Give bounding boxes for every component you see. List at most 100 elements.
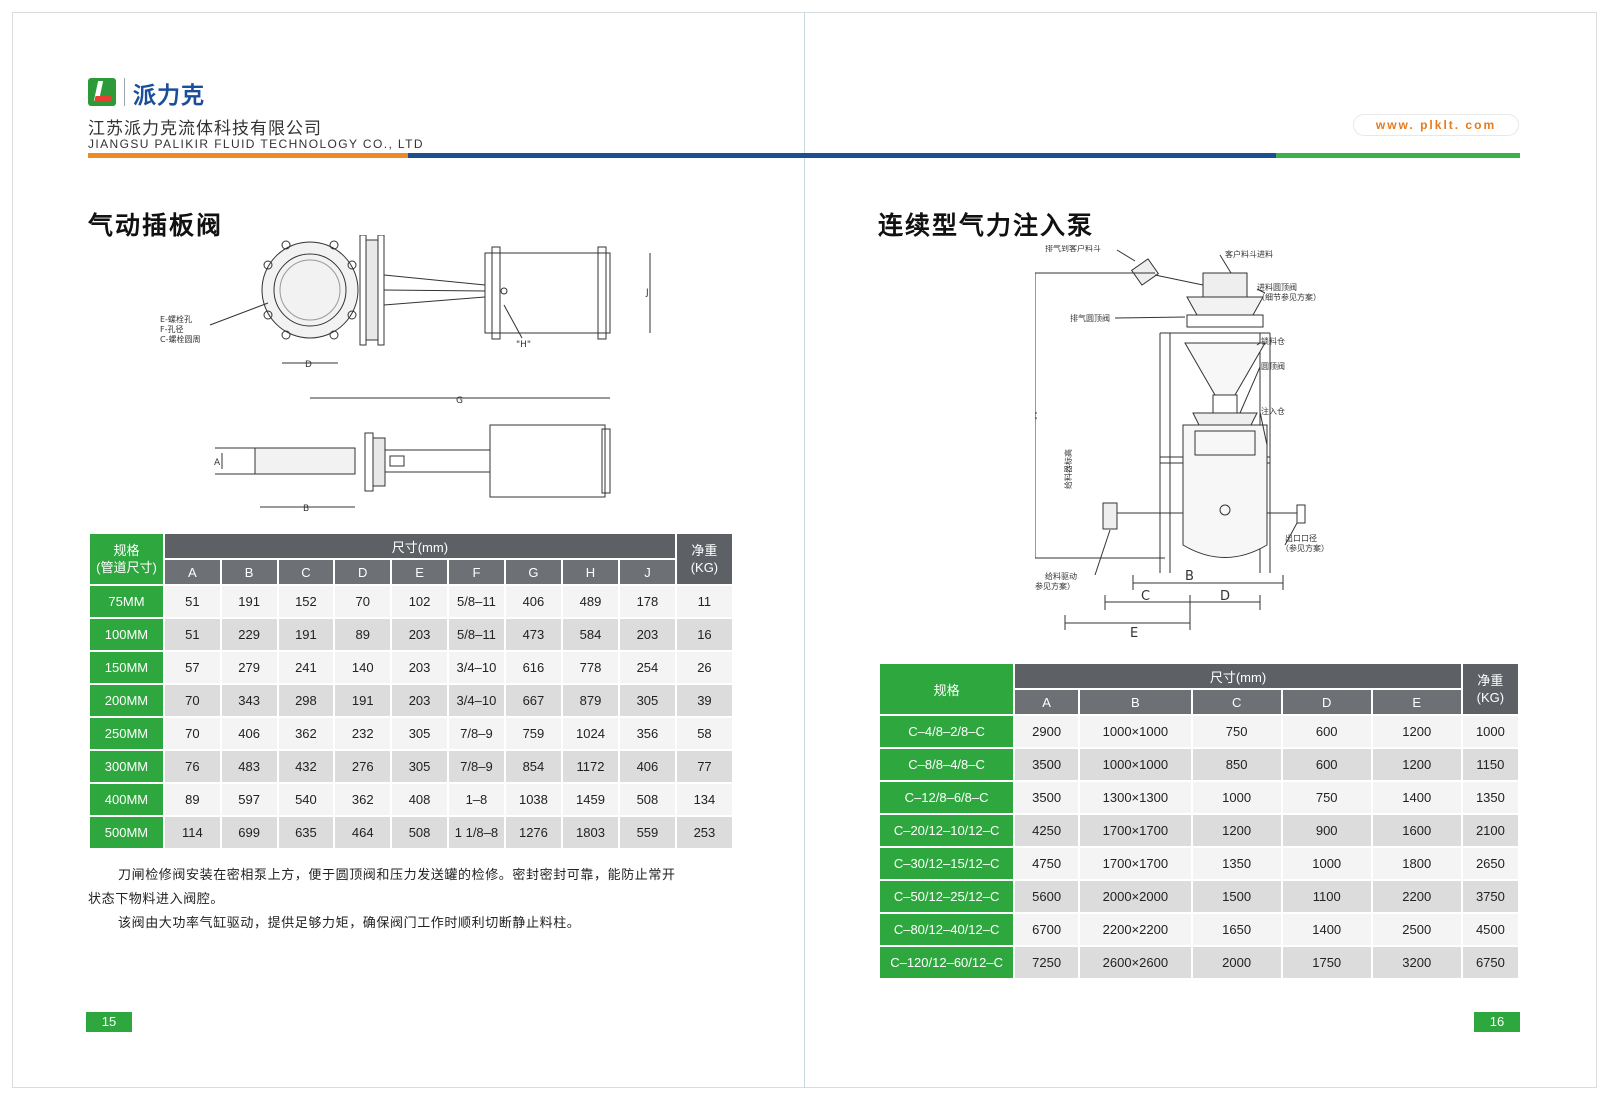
table-cell: 854 — [505, 751, 561, 782]
table-cell: 203 — [392, 619, 447, 650]
website-url[interactable]: www. plklt. com — [1353, 114, 1519, 136]
table-cell: 2200 — [1372, 881, 1461, 912]
injection-pump-diagram: 排气到客户料斗 客户料斗进料 进料圆顶阀 （细节参见方案） 排气圆顶阀 锁料仓 … — [1035, 245, 1329, 641]
table-cell: 203 — [392, 652, 447, 683]
table-cell: 406 — [221, 718, 277, 749]
note-bolt-circle: C-螺栓圆周 — [160, 334, 200, 344]
row-spec-cell: C–20/12–10/12–C — [880, 815, 1014, 846]
table-cell: 362 — [278, 718, 334, 749]
row-spec-cell: C–8/8–4/8–C — [880, 749, 1014, 780]
table-cell: 7/8–9 — [448, 751, 504, 782]
table-cell: 540 — [278, 784, 334, 815]
column-header: C — [278, 560, 334, 584]
table-cell: 70 — [164, 718, 220, 749]
dim-label-c: C — [1141, 589, 1150, 604]
dim-label-a: A — [1035, 412, 1040, 419]
table-cell: 5600 — [1015, 881, 1079, 912]
table-cell: 203 — [392, 685, 447, 716]
table-cell: 635 — [278, 817, 334, 848]
table-cell: 483 — [221, 751, 277, 782]
table-cell: 1024 — [562, 718, 619, 749]
table-cell: 584 — [562, 619, 619, 650]
label-feed-drive-note: （尺寸参见方案） — [1035, 581, 1075, 591]
table-cell: 1650 — [1192, 914, 1281, 945]
table-cell: 343 — [221, 685, 277, 716]
weight-cell: 4500 — [1462, 914, 1518, 945]
table-cell: 203 — [620, 619, 675, 650]
table-cell: 70 — [164, 685, 220, 716]
column-header: C — [1192, 690, 1281, 714]
table-cell: 1 1/8–8 — [448, 817, 504, 848]
table-cell: 1000 — [1192, 782, 1281, 813]
table-cell: 1100 — [1282, 881, 1371, 912]
table-cell: 298 — [278, 685, 334, 716]
right-weight-header: 净重 (KG) — [1462, 664, 1518, 714]
description-para-2: 该阀由大功率气缸驱动，提供足够力矩，确保阀门工作时顺利切断静止料柱。 — [118, 916, 581, 931]
table-cell: 1000 — [1282, 848, 1371, 879]
table-cell: 699 — [221, 817, 277, 848]
table-cell: 508 — [620, 784, 675, 815]
table-cell: 152 — [278, 586, 334, 617]
column-header: A — [164, 560, 220, 584]
table-cell: 4250 — [1015, 815, 1079, 846]
table-cell: 759 — [505, 718, 561, 749]
weight-cell: 2650 — [1462, 848, 1518, 879]
table-cell: 2500 — [1372, 914, 1461, 945]
company-name-cn: 江苏派力克流体科技有限公司 — [88, 119, 322, 139]
table-cell: 7/8–9 — [448, 718, 504, 749]
table-cell: 1038 — [505, 784, 561, 815]
table-cell: 356 — [620, 718, 675, 749]
table-cell: 1350 — [1192, 848, 1281, 879]
table-cell: 89 — [164, 784, 220, 815]
right-lead-header: 规格 — [880, 664, 1014, 714]
table-cell: 178 — [620, 586, 675, 617]
left-weight-header: 净重 (KG) — [676, 534, 732, 584]
table-cell: 616 — [505, 652, 561, 683]
weight-cell: 26 — [676, 652, 732, 683]
table-cell: 559 — [620, 817, 675, 848]
table-cell: 232 — [335, 718, 391, 749]
label-feeder-elevation: 给料器标高 — [1063, 449, 1073, 489]
row-spec-cell: 75MM — [90, 586, 163, 617]
table-cell: 305 — [620, 685, 675, 716]
table-cell: 51 — [164, 586, 220, 617]
table-cell: 1700×1700 — [1080, 848, 1191, 879]
page-spine — [804, 12, 805, 1088]
description-para-1: 刀闸检修阀安装在密相泵上方，便于圆顶阀和压力发送罐的检修。密封密封可靠，能防止常… — [88, 864, 748, 912]
label-dome-valve: 圆顶阀 — [1261, 362, 1285, 371]
table-cell: 1200 — [1372, 749, 1461, 780]
table-cell: 1700×1700 — [1080, 815, 1191, 846]
table-cell: 57 — [164, 652, 220, 683]
left-lead-header: 规格 (管道尺寸) — [90, 534, 163, 584]
table-cell: 1750 — [1282, 947, 1371, 978]
table-cell: 879 — [562, 685, 619, 716]
table-cell: 1600 — [1372, 815, 1461, 846]
table-cell: 89 — [335, 619, 391, 650]
weight-cell: 11 — [676, 586, 732, 617]
column-header: B — [221, 560, 277, 584]
table-cell: 305 — [392, 718, 447, 749]
weight-cell: 1350 — [1462, 782, 1518, 813]
table-cell: 7250 — [1015, 947, 1079, 978]
row-spec-cell: 150MM — [90, 652, 163, 683]
dim-label-j: J — [645, 288, 649, 298]
table-cell: 2000×2000 — [1080, 881, 1191, 912]
weight-cell: 253 — [676, 817, 732, 848]
dim-label-d: D — [1220, 589, 1230, 604]
logo-divider — [124, 78, 125, 106]
table-cell: 362 — [335, 784, 391, 815]
row-spec-cell: C–50/12–25/12–C — [880, 881, 1014, 912]
table-cell: 6700 — [1015, 914, 1079, 945]
table-cell: 276 — [335, 751, 391, 782]
weight-cell: 6750 — [1462, 947, 1518, 978]
label-inlet-dome-note: （细节参见方案） — [1257, 292, 1321, 302]
table-cell: 408 — [392, 784, 447, 815]
table-cell: 406 — [505, 586, 561, 617]
label-injection-bin: 注入仓 — [1261, 406, 1285, 416]
